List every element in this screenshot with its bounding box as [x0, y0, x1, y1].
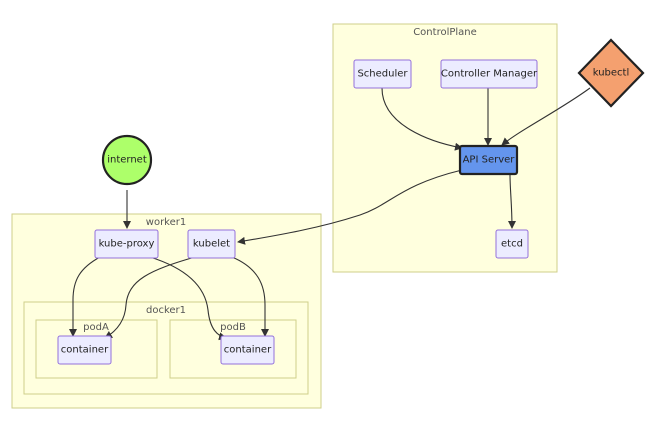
edge-kube-proxy-to-container-b	[149, 256, 227, 341]
edge-kubelet-to-container-a	[104, 256, 196, 339]
node-kubelet[interactable]: kubelet	[187, 229, 236, 259]
edge-kubectl-to-api-server	[501, 87, 591, 146]
node-label-internet: internet	[107, 155, 147, 166]
node-label-controller-manager: Controller Manager	[441, 69, 538, 80]
node-api-server[interactable]: API Server	[458, 144, 519, 176]
node-kube-proxy[interactable]: kube-proxy	[94, 229, 159, 259]
node-label-container-a: container	[61, 345, 109, 356]
node-label-kubelet: kubelet	[193, 239, 230, 250]
node-label-scheduler: Scheduler	[357, 69, 408, 80]
node-container-b[interactable]: container	[220, 335, 275, 365]
edge-api-server-to-kubelet	[237, 169, 463, 245]
edge-kubelet-to-container-b	[231, 256, 269, 337]
cluster-label-worker1: worker1	[146, 217, 186, 228]
node-label-kube-proxy: kube-proxy	[99, 239, 155, 250]
node-kubectl[interactable]: kubectl	[577, 38, 645, 108]
edge-scheduler-to-api-server	[381, 87, 463, 151]
edge-kube-proxy-to-container-a	[69, 256, 101, 337]
cluster-label-pod-a: podA	[83, 322, 109, 333]
node-etcd[interactable]: etcd	[495, 229, 529, 259]
node-label-container-b: container	[224, 345, 272, 356]
cluster-label-pod-b: podB	[220, 322, 246, 333]
node-scheduler[interactable]: Scheduler	[353, 59, 412, 89]
edges	[69, 87, 591, 341]
node-internet[interactable]: internet	[101, 134, 153, 186]
cluster-label-docker1: docker1	[146, 305, 186, 316]
node-label-kubectl: kubectl	[593, 68, 630, 79]
node-controller-manager[interactable]: Controller Manager	[440, 59, 538, 89]
node-label-etcd: etcd	[501, 239, 523, 250]
cluster-label-control-plane: ControlPlane	[413, 27, 477, 38]
edge-api-server-to-etcd	[507, 173, 516, 229]
node-container-a[interactable]: container	[57, 335, 112, 365]
node-label-api-server: API Server	[463, 155, 516, 166]
